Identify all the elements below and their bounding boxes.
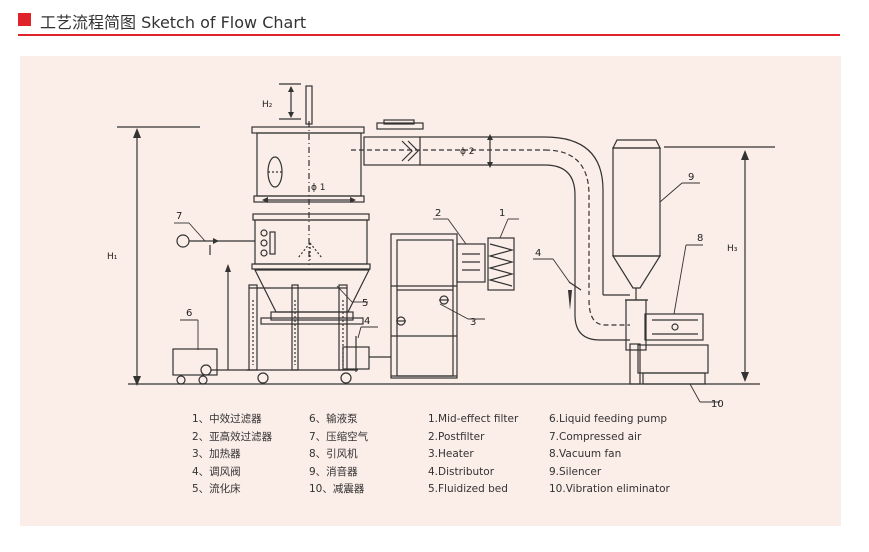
legend-item: 9.Silencer [549, 465, 602, 478]
legend-en-col1: 1.Mid-effect filter 2.Postfilter 3.Heate… [428, 411, 518, 499]
vibration-eliminator [642, 372, 706, 385]
legend-item: 7、压缩空气 [309, 430, 369, 443]
callout-4-valve: 4 [535, 248, 541, 259]
compressed-air-line [176, 234, 255, 370]
vacuum-fan [625, 299, 709, 385]
callout-8: 8 [697, 233, 703, 244]
callout-2: 2 [435, 208, 441, 219]
legend-item: 4.Distributor [428, 465, 495, 478]
callout-1: 1 [499, 208, 505, 219]
flow-chart-panel [20, 56, 841, 526]
spray-section [251, 213, 371, 270]
legend-item: 2.Postfilter [428, 430, 485, 443]
legend-item: 1、中效过滤器 [192, 413, 262, 425]
legend-item: 9、消音器 [309, 465, 358, 478]
callout-9: 9 [688, 172, 694, 183]
legend-item: 7.Compressed air [549, 430, 642, 443]
callout-7: 7 [176, 211, 182, 222]
h1-label: H₁ [107, 252, 118, 262]
filter-assembly [456, 237, 515, 291]
legend-cn-col1: 1、中效过滤器 2、亚高效过滤器 3、加热器 4、调风阀 5、流化床 [192, 411, 272, 499]
legend-item: 3、加热器 [192, 448, 241, 461]
legend-item: 3.Heater [428, 448, 474, 461]
expansion-chamber [251, 121, 365, 265]
callout-4-distributor: 4 [364, 316, 370, 327]
exhaust-duct [351, 119, 630, 341]
diagram-labels: H₁ H₂ H₃ ϕ 1 ϕ 2 1 2 3 4 4 5 6 7 8 9 10 [107, 100, 738, 410]
callout-5: 5 [362, 298, 368, 309]
h1-dimension [117, 126, 200, 386]
duct-valve [568, 281, 582, 310]
section-title: 工艺流程简图 Sketch of Flow Chart [40, 13, 307, 32]
header-marker [18, 13, 31, 26]
heater-cabinet [369, 233, 458, 379]
legend-cn-col2: 6、输液泵 7、压缩空气 8、引风机 9、消音器 10、减震器 [309, 411, 368, 499]
legend-item: 8.Vacuum fan [549, 448, 622, 461]
section-header: 工艺流程简图 Sketch of Flow Chart [18, 8, 840, 36]
silencer [611, 139, 662, 301]
legend-item: 1.Mid-effect filter [428, 413, 519, 425]
h3-dimension [664, 146, 775, 385]
legend-item: 5、流化床 [192, 483, 241, 496]
legend-item: 5.Fluidized bed [428, 483, 508, 496]
support-frame [246, 284, 358, 384]
legend-en-col2: 6.Liquid feeding pump 7.Compressed air 8… [549, 411, 670, 499]
legend-item: 4、调风阀 [192, 465, 241, 478]
legend-item: 6、输液泵 [309, 413, 358, 425]
h2-dimension [279, 83, 301, 120]
legend-item: 8、引风机 [309, 448, 358, 461]
callout-3: 3 [470, 317, 476, 328]
callout-leaders [174, 182, 720, 403]
h2-label: H₂ [262, 100, 273, 110]
phi2-label: ϕ 2 [460, 147, 475, 157]
legend-item: 2、亚高效过滤器 [192, 430, 273, 443]
callout-6: 6 [186, 308, 192, 319]
feed-pump [172, 348, 250, 385]
callout-10: 10 [711, 399, 724, 410]
top-rod [305, 85, 313, 125]
phi1-label: ϕ 1 [311, 183, 326, 193]
legend-item: 10、减震器 [309, 483, 365, 496]
legend-item: 6.Liquid feeding pump [549, 413, 668, 425]
legend-item: 10.Vibration eliminator [549, 483, 670, 496]
fluidized-bed-cone [254, 269, 370, 325]
h3-label: H₃ [727, 244, 738, 254]
